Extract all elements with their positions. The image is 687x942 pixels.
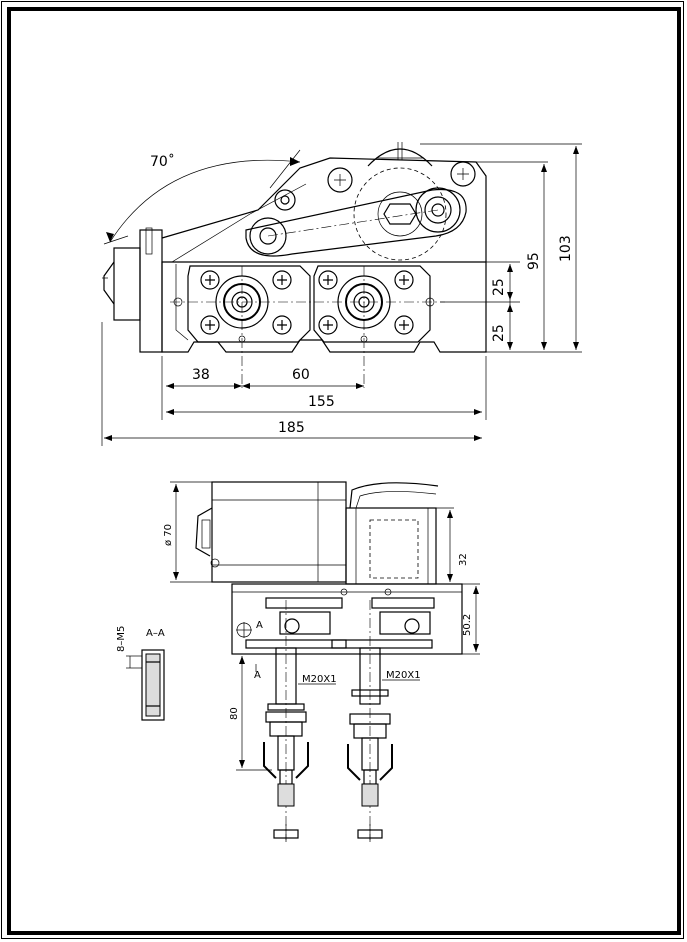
dim-dia70: ø 70: [163, 524, 174, 546]
section-label: A–A: [146, 628, 165, 639]
dim-95: 95: [526, 252, 542, 270]
dim-103: 103: [558, 235, 574, 262]
thread-right: M20X1: [386, 670, 421, 681]
top-view: 70˚ 38 60 155 185 25 25 9: [101, 142, 582, 446]
angle-label: 70˚: [150, 153, 175, 170]
dim-32: 32: [458, 553, 469, 566]
dim-50-2: 50.2: [462, 614, 473, 636]
section-thread: 8–M5: [116, 626, 127, 652]
dim-155: 155: [308, 394, 335, 410]
cut-mark-a-bottom: A: [254, 670, 261, 681]
dim-25-upper: 25: [491, 278, 507, 296]
drawing-border: [7, 7, 681, 935]
dim-38: 38: [192, 367, 210, 383]
dim-60: 60: [292, 367, 310, 383]
dim-80: 80: [229, 707, 240, 720]
dim-25-lower: 25: [491, 324, 507, 342]
side-view: 32 ø 70 50.2 A A: [116, 481, 480, 842]
dim-185: 185: [278, 420, 305, 436]
cut-mark-a-top: A: [256, 620, 263, 631]
thread-left: M20X1: [302, 674, 337, 685]
